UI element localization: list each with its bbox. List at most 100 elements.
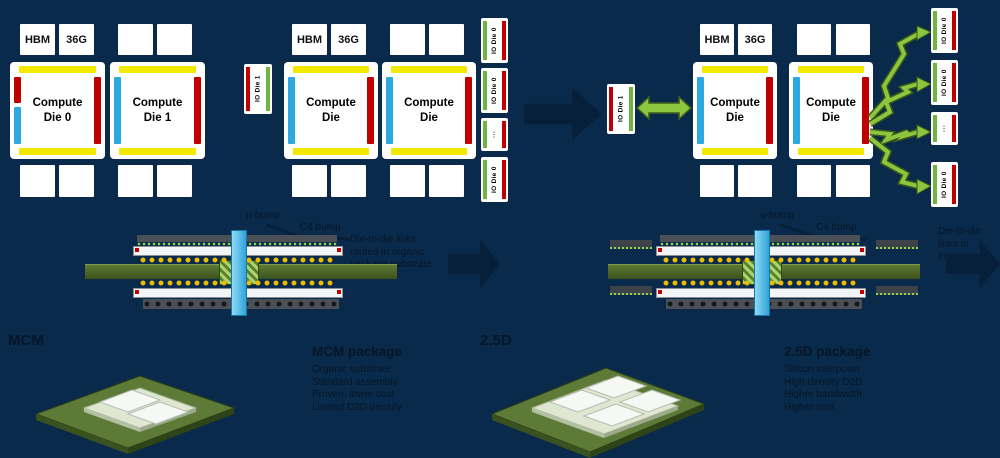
io-strip (266, 67, 270, 111)
io-strip (629, 87, 633, 131)
yellow-phy-strip (702, 66, 768, 73)
bottom-right-title: 2.5D package (784, 344, 871, 359)
yellow-phy-strip (19, 148, 96, 155)
yellow-phy-strip (798, 66, 864, 73)
blue-phy-strip (114, 77, 121, 144)
compute-die: Compute Die (284, 62, 378, 159)
io-strip (483, 121, 487, 148)
compute-die-label: Compute Die 1 (132, 96, 183, 124)
memory-pad (118, 165, 153, 197)
io-die-1: IO Die 1 (607, 84, 635, 134)
red-phy-strip (862, 77, 869, 144)
memory-pad (738, 165, 772, 197)
c4-bump-row (140, 257, 228, 263)
ellipsis-label: ··· (491, 130, 498, 139)
io-strip (952, 165, 956, 204)
c4-bump-row (246, 280, 334, 286)
rdl-bar (762, 288, 866, 298)
memory-pad (836, 24, 870, 55)
io-die-label: IO Die 0 (491, 27, 498, 54)
die-bar (137, 235, 231, 242)
hbm-capacity-chip: 36G (738, 24, 772, 55)
package-board-3d-right (490, 367, 706, 458)
hbm-chip: HBM (700, 24, 734, 55)
c4-bump-row (140, 280, 228, 286)
io-die-bar (610, 240, 652, 249)
seal-mark (135, 248, 139, 252)
io-die-0: IO Die 0 (481, 157, 508, 202)
xsec-left-top-note-2: C4 bump (300, 222, 341, 233)
rdl-bar (133, 288, 237, 298)
yellow-phy-strip (293, 148, 369, 155)
c4-bump-row (663, 280, 751, 286)
memory-pad (700, 165, 734, 197)
yellow-phy-strip (391, 66, 467, 73)
io-die-bar (876, 240, 918, 249)
io-die-ellipsis: ··· (481, 118, 508, 151)
memory-pad (836, 165, 870, 197)
red-phy-strip (367, 77, 374, 144)
memory-pad (429, 165, 464, 197)
memory-pad (390, 165, 425, 197)
io-strip (483, 21, 487, 60)
blue-phy-strip (697, 77, 704, 144)
memory-pad (157, 165, 192, 197)
io-die-0: IO Die 0 (481, 68, 508, 113)
yellow-phy-strip (119, 148, 196, 155)
c4-bump-row (769, 280, 857, 286)
compute-die-1: Compute Die 1 (110, 62, 205, 159)
io-strip (933, 115, 937, 142)
io-strip (952, 11, 956, 50)
seal-mark (658, 290, 662, 294)
seal-mark (135, 290, 139, 294)
io-die-label: IO Die 1 (617, 95, 625, 123)
blue-phy-strip (386, 77, 393, 144)
io-strip (952, 115, 956, 142)
die-bar (243, 235, 337, 242)
yellow-phy-strip (391, 148, 467, 155)
io-die-0: IO Die 0 (931, 162, 958, 207)
yellow-phy-strip (19, 66, 96, 73)
memory-pad (390, 24, 425, 55)
red-phy-strip (766, 77, 773, 144)
rdl-bar (656, 288, 760, 298)
die-bar (660, 235, 754, 242)
red-phy-strip (194, 77, 201, 144)
io-strip (933, 63, 937, 102)
xsec-left-top-note-1: u-bump (246, 210, 280, 221)
compute-die: Compute Die (382, 62, 476, 159)
io-die-label: IO Die 0 (491, 166, 498, 193)
io-strip (246, 67, 250, 111)
memory-pad (429, 24, 464, 55)
bottom-right-body: Silicon interposer High-density D2D High… (784, 364, 863, 413)
yellow-phy-strip (702, 148, 768, 155)
xsec-right-top-note-2: C4 bump (816, 222, 857, 233)
compute-die: Compute Die (789, 62, 873, 159)
c4-bump-row (663, 257, 751, 263)
io-die-ellipsis: ··· (931, 112, 958, 145)
memory-pad (292, 165, 327, 197)
seal-mark (337, 248, 341, 252)
io-strip (933, 165, 937, 204)
io-die-0: IO Die 0 (931, 60, 958, 105)
seal-mark (658, 248, 662, 252)
compute-die-label: Compute Die (306, 96, 356, 124)
flow-arrow (448, 240, 500, 288)
microbump-row (766, 242, 860, 246)
io-strip (933, 11, 937, 50)
io-die-bar (876, 286, 918, 295)
ellipsis-label: ··· (941, 124, 948, 133)
red-phy-strip (94, 77, 101, 144)
rdl-bar (762, 246, 866, 256)
tsv-bar (754, 230, 770, 316)
serdes-bolt-icon (867, 25, 933, 195)
hbm-chip: HBM (292, 24, 327, 55)
rdl-bar (239, 246, 343, 256)
io-strip (952, 63, 956, 102)
io-strip (483, 71, 487, 110)
memory-pad (797, 165, 831, 197)
bottom-right-tag: 2.5D (480, 332, 512, 349)
c4-bump-row (246, 257, 334, 263)
io-strip (502, 121, 506, 148)
io-die-label: IO Die 1 (254, 75, 262, 103)
